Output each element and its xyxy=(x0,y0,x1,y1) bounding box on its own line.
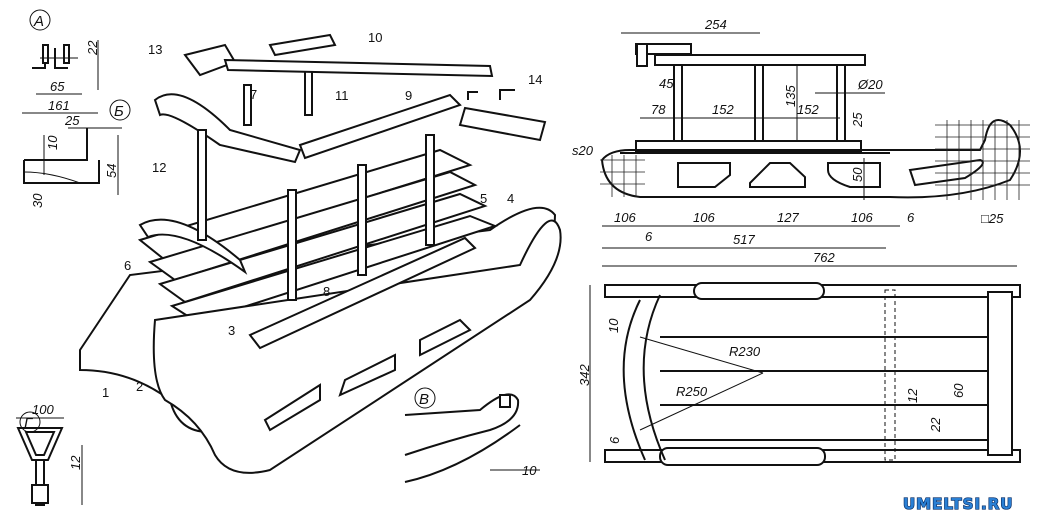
side-runner xyxy=(600,119,1021,199)
b-profile xyxy=(23,128,100,184)
dim-dia-20: Ø20 xyxy=(857,77,883,92)
part-5-label: 5 xyxy=(480,191,487,206)
detail-b: Б 161 25 10 54 30 xyxy=(22,98,131,208)
part-11-label: 11 xyxy=(335,88,349,103)
dim-v-10: 10 xyxy=(522,463,537,478)
detail-v-letter: В xyxy=(419,391,429,408)
part-8-label: 8 xyxy=(323,284,330,299)
detail-a-letter: А xyxy=(33,13,44,30)
dim-22-top: 22 xyxy=(928,417,943,433)
dim-135: 135 xyxy=(783,85,798,107)
dim-106-b: 106 xyxy=(693,210,715,225)
dim-12-top: 12 xyxy=(905,388,920,403)
dim-106-a: 106 xyxy=(614,210,636,225)
dim-a-22: 22 xyxy=(85,40,100,56)
detail-a: А 22 65 xyxy=(29,9,100,95)
dim-50: 50 xyxy=(850,167,865,182)
dim-s20: s20 xyxy=(572,143,594,158)
top-view: 10 342 R230 R250 6 12 22 60 xyxy=(577,282,1021,466)
dim-60: 60 xyxy=(951,383,966,398)
part-1-label: 1 xyxy=(102,385,109,400)
detail-v: В 10 xyxy=(404,387,540,483)
part-2-label: 2 xyxy=(136,379,143,394)
part-14-label: 14 xyxy=(528,72,542,87)
dim-6-a: 6 xyxy=(907,210,915,225)
dim-b-25: 25 xyxy=(64,113,80,128)
dim-517: 517 xyxy=(733,232,755,247)
detail-a-circle xyxy=(29,9,51,31)
part-10-label: 10 xyxy=(368,30,382,45)
dim-10: 10 xyxy=(606,318,621,333)
backrest-7 xyxy=(153,93,302,164)
part-4-label: 4 xyxy=(507,191,514,206)
dim-152-a: 152 xyxy=(712,102,734,117)
part-9-label: 9 xyxy=(405,88,412,103)
dim-106-c: 106 xyxy=(851,210,873,225)
dim-254: 254 xyxy=(704,17,727,32)
bar-10 xyxy=(223,58,494,78)
dim-b-10: 10 xyxy=(45,135,60,150)
dim-152-b: 152 xyxy=(797,102,819,117)
dim-127: 127 xyxy=(777,210,799,225)
detail-g: Г 100 12 xyxy=(16,402,83,506)
watermark-logo: UMELTSI.RU xyxy=(903,495,1013,513)
beam-8 xyxy=(248,236,477,350)
side-view: 254 45 78 152 152 135 Ø20 25 s20 50 106 … xyxy=(572,17,1030,267)
dim-342: 342 xyxy=(577,364,592,386)
backrest-6 xyxy=(138,218,248,275)
dim-762: 762 xyxy=(813,250,835,265)
dim-g-100: 100 xyxy=(32,402,54,417)
dim-25: 25 xyxy=(850,112,865,128)
dim-a-65: 65 xyxy=(50,79,65,94)
dim-square-25: □25 xyxy=(981,211,1004,226)
dim-6-top: 6 xyxy=(607,436,622,444)
dim-b-30: 30 xyxy=(30,193,45,208)
part-13-label: 13 xyxy=(148,42,162,57)
detail-b-letter: Б xyxy=(114,103,124,120)
part-12-label: 12 xyxy=(152,160,166,175)
side-rail xyxy=(654,54,866,66)
part-7-label: 7 xyxy=(250,87,257,102)
rail-9 xyxy=(298,93,462,160)
backrest-arc xyxy=(622,294,666,461)
runner-front xyxy=(152,219,562,474)
dim-45: 45 xyxy=(659,76,674,91)
dim-b-54: 54 xyxy=(104,164,119,178)
part-6-label: 6 xyxy=(124,258,131,273)
dim-r230: R230 xyxy=(729,344,761,359)
dim-b-161: 161 xyxy=(48,98,70,113)
handle-grip xyxy=(16,427,64,461)
dim-g-12: 12 xyxy=(68,455,83,470)
dim-r250: R250 xyxy=(676,384,708,399)
isometric-sled: 13 10 14 7 11 9 12 5 4 6 8 3 1 2 xyxy=(79,30,562,474)
part-3-label: 3 xyxy=(228,323,235,338)
dim-78: 78 xyxy=(651,102,666,117)
dim-6-b: 6 xyxy=(645,229,653,244)
detail-g-letter: Г xyxy=(24,415,34,432)
